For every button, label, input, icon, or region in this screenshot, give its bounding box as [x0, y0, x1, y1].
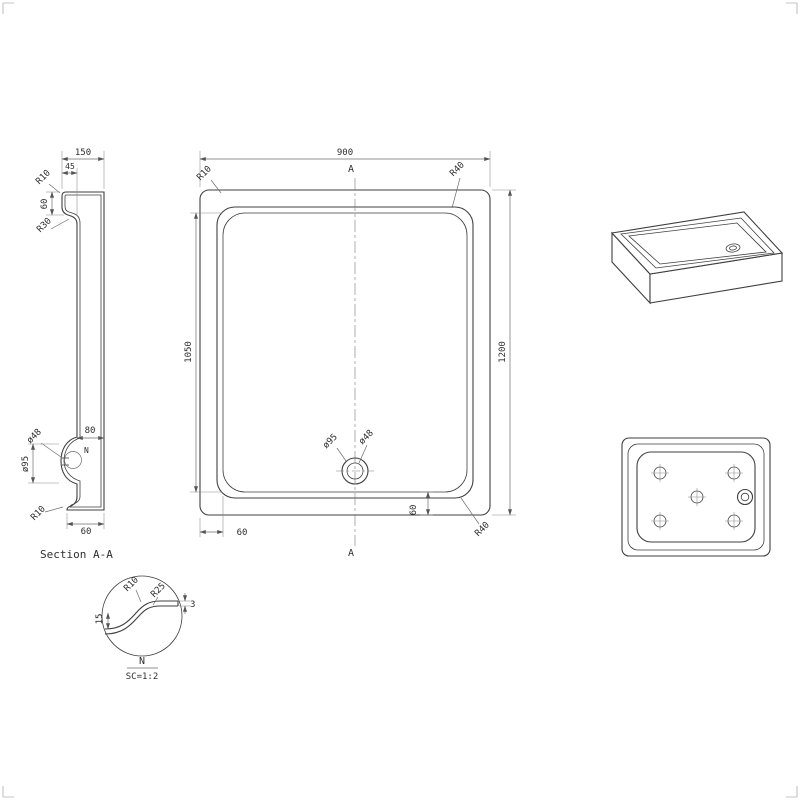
detail-r10: R10	[122, 575, 141, 594]
iso-drain-inner	[729, 245, 737, 251]
section-view: N 150 45 R10 60 R30 ø48 ø95 8	[21, 148, 113, 561]
section-inner-profile	[63, 194, 102, 508]
plan-view: A A 900 1050 1200 R10 R40 R40	[184, 148, 516, 559]
bottom-drain	[736, 488, 754, 506]
bottom-inner-edge	[636, 451, 756, 543]
bottom-feet	[651, 464, 743, 530]
section-dim-60-bottom: 60	[81, 527, 92, 537]
detail-view-n: R10 R25 15 3 N SC=1:2	[95, 575, 195, 682]
detail-n-mark: N	[84, 446, 89, 455]
section-dim-150: 150	[75, 148, 91, 158]
section-dimensions: 150 45 R10 60 R30 ø48 ø95 80 R10	[21, 148, 105, 537]
bottom-view	[621, 437, 771, 557]
detail-label: N	[139, 656, 145, 667]
bottom-mid-edge	[627, 443, 765, 551]
section-r10-bottom: R10	[29, 504, 48, 523]
section-marker-a-bottom: A	[348, 548, 354, 559]
plan-dim-60-left: 60	[237, 528, 248, 538]
foot-bottom-left	[651, 512, 669, 530]
detail-n-indicator-circle	[64, 451, 82, 469]
plan-dia-48: ø48	[357, 428, 376, 447]
plan-r40-bottom: R40	[473, 520, 492, 539]
iso-rim-line	[620, 217, 775, 269]
section-dim-80: 80	[85, 426, 96, 436]
plan-basin-edge	[222, 212, 468, 493]
plan-drain	[336, 457, 374, 485]
foot-bottom-right	[725, 512, 743, 530]
plan-dim-1050: 1050	[184, 341, 194, 363]
foot-center	[688, 488, 706, 506]
plan-dim-60-right: 60	[409, 505, 419, 516]
isometric-view	[610, 211, 784, 305]
section-dim-60-top: 60	[40, 199, 50, 210]
detail-r25: R25	[149, 581, 168, 600]
bottom-outer-edge	[621, 437, 771, 557]
detail-dim-3: 3	[190, 600, 195, 610]
section-r30: R30	[35, 216, 54, 235]
detail-profile-lower	[104, 605, 178, 635]
plan-dim-1200: 1200	[498, 341, 508, 363]
iso-basin-line	[628, 222, 767, 265]
section-outer-profile	[60, 191, 105, 511]
section-dim-45: 45	[65, 162, 75, 171]
section-marker-a-top: A	[348, 164, 354, 175]
iso-drain-outer	[725, 243, 741, 253]
detail-scale: SC=1:2	[126, 672, 159, 682]
detail-profile-upper	[104, 600, 178, 630]
foot-top-right	[725, 464, 743, 482]
detail-dim-15: 15	[95, 614, 105, 625]
plan-rim-edge	[216, 206, 474, 499]
section-caption: Section A-A	[40, 548, 113, 561]
plan-outer-edge	[199, 189, 491, 516]
section-dia-95: ø95	[21, 456, 31, 472]
plan-r40-top: R40	[448, 160, 467, 179]
foot-top-left	[651, 464, 669, 482]
plan-dim-900: 900	[337, 148, 353, 158]
detail-boundary-circle	[101, 575, 183, 657]
section-r10-top: R10	[34, 168, 53, 187]
